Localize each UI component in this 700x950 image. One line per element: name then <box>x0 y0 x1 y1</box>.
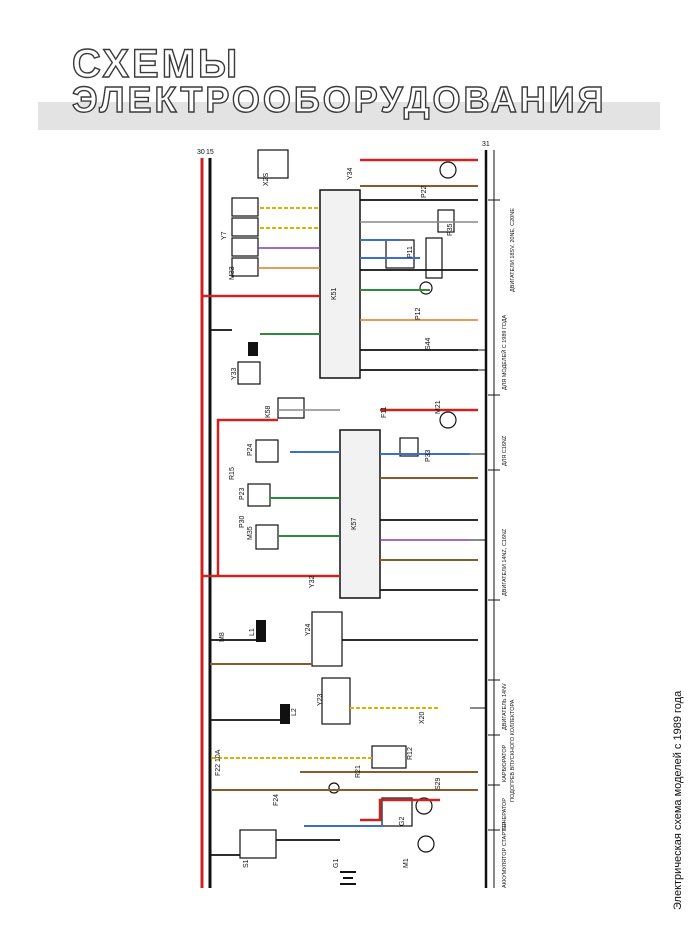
label-r12: R12 <box>407 747 414 760</box>
label-p33: P33 <box>425 449 432 462</box>
label-f11: F11 <box>381 406 388 418</box>
label-s44: S44 <box>425 337 432 350</box>
wires-brown <box>210 185 478 791</box>
wires-green <box>260 289 430 537</box>
wires-yellow <box>212 207 440 759</box>
wires-red <box>202 158 478 822</box>
round-components <box>328 161 457 853</box>
label-y34: Y34 <box>347 167 354 180</box>
bus-label-30: 30 <box>197 149 205 156</box>
section-engines-18sv: ДВИГАТЕЛИ 18SV, 20NE, C20NE <box>510 208 516 292</box>
label-p22: P22 <box>421 185 428 198</box>
page-title-line1: СХЕМЫ <box>71 42 241 86</box>
ecu-block-k51 <box>319 189 361 379</box>
label-m35: M35 <box>247 526 254 540</box>
label-f22: F22 10A <box>215 749 222 776</box>
label-m1: M1 <box>403 858 410 868</box>
bus-label-31: 31 <box>482 141 490 148</box>
wires-black <box>210 199 478 856</box>
section-engines-14nz: ДВИГАТЕЛИ 14NZ, C16NZ <box>502 528 508 596</box>
label-l1: L1 <box>249 628 256 636</box>
label-m33: M33 <box>229 266 236 280</box>
label-y32: Y32 <box>309 575 316 588</box>
segment-ruler <box>488 150 500 888</box>
section-generator: ГЕНЕРАТОР <box>502 798 508 830</box>
section-battery: АККУМУЛЯТОР СТАРТЕР <box>502 821 508 888</box>
section-engine-14nv: ДВИГАТЕЛЬ 14NV <box>502 683 508 730</box>
ecu-block-k57 <box>339 429 381 599</box>
label-p35: P35 <box>447 223 454 236</box>
label-k57: K57 <box>351 517 358 530</box>
battery-g1 <box>340 871 356 885</box>
label-r21: R21 <box>355 765 362 778</box>
bus-label-15: 15 <box>206 149 214 156</box>
label-y24: Y24 <box>305 623 312 636</box>
section-c16nz: ДЛЯ C16NZ <box>502 435 508 466</box>
figure-caption: Электрическая схема моделей с 1989 года <box>672 690 684 910</box>
label-y33: Y33 <box>231 367 238 380</box>
section-intake-heater: ПОДОГРЕВ ВПУСКНОГО КОЛЛЕКТОРА <box>510 699 516 802</box>
wires-multi <box>258 221 478 541</box>
label-p23: P23 <box>239 487 246 500</box>
label-g2: G2 <box>399 817 406 826</box>
label-r15: R15 <box>229 467 236 480</box>
label-x2s: X2S <box>263 172 270 186</box>
label-p24: P24 <box>247 443 254 456</box>
label-y23: Y23 <box>317 693 324 706</box>
label-y7: Y7 <box>221 231 228 240</box>
label-g1: G1 <box>333 859 340 868</box>
label-k58: K58 <box>265 405 272 418</box>
title-banner <box>38 102 660 130</box>
label-s1: S1 <box>243 859 250 868</box>
coils <box>248 342 290 724</box>
label-k51: K51 <box>331 287 338 300</box>
section-labels: АККУМУЛЯТОР СТАРТЕР ГЕНЕРАТОР ПОДОГРЕВ В… <box>500 208 516 888</box>
component-labels: S1 G1 M1 G2 F24 F22 10A R12 R21 S29 X20 … <box>215 167 454 868</box>
label-p12: P12 <box>415 307 422 320</box>
section-carburetor: КАРБЮРАТОР <box>502 744 508 782</box>
section-models-1989: ДЛЯ МОДЕЛЕЙ С 1989 ГОДА <box>500 314 508 390</box>
wires-blue <box>290 239 470 827</box>
label-p30: P30 <box>239 515 246 528</box>
label-m21: M21 <box>435 400 442 414</box>
label-s29: S29 <box>435 777 442 790</box>
ground-ticks <box>470 349 486 709</box>
page-title-line2: ЭЛЕКТРООБОРУДОВАНИЯ <box>71 79 607 120</box>
component-boxes <box>231 149 455 859</box>
label-f24: F24 <box>273 794 280 806</box>
label-p11: P11 <box>407 246 414 258</box>
label-x20: X20 <box>419 711 426 724</box>
label-m8: M8 <box>219 632 226 642</box>
label-l2: L2 <box>291 708 298 716</box>
